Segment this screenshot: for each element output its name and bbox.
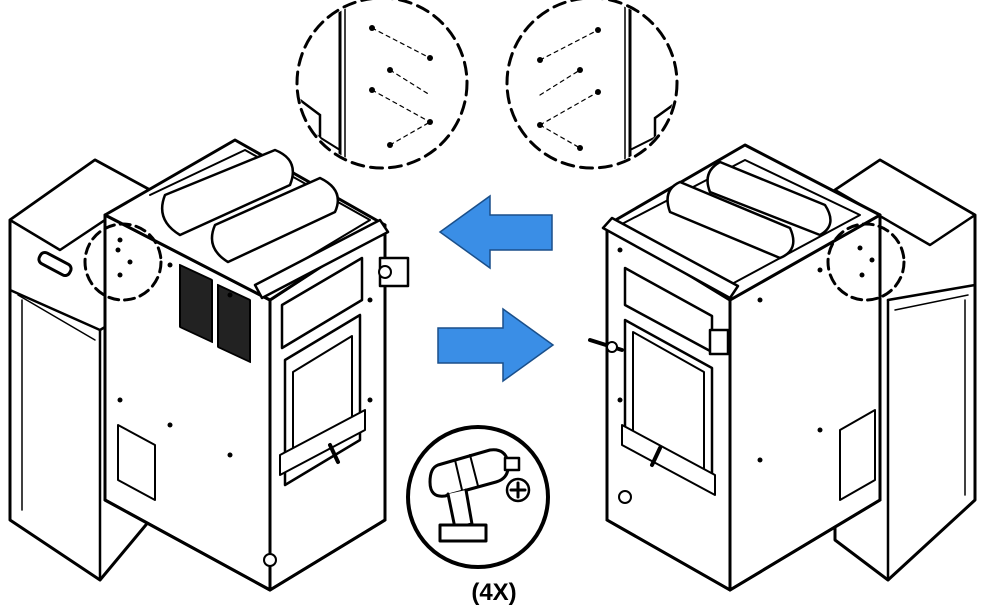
arrow-right [437, 307, 555, 383]
left-appliance [8, 138, 410, 592]
detail-callout-circle [826, 222, 906, 302]
access-panel [839, 409, 876, 501]
right-main-body [588, 143, 882, 592]
access-panel [117, 424, 156, 501]
detail-zoom-right [505, 0, 679, 170]
tank-cylinder [160, 148, 295, 237]
tool-callout [406, 425, 550, 569]
quantity-label: (4X) [471, 579, 517, 606]
arrow-left [438, 194, 553, 270]
tank-cylinder [706, 160, 832, 237]
rear-vent-panel [179, 263, 213, 344]
left-main-body [103, 138, 410, 592]
tank-cylinder [210, 176, 340, 264]
side-cabinet-handle [37, 250, 73, 278]
right-appliance [588, 143, 977, 592]
detail-callout-circle [83, 222, 163, 302]
phillips-screw-icon [505, 477, 531, 503]
junction-box [708, 328, 730, 356]
rear-vent-panel [217, 283, 251, 364]
tank-cylinder [666, 180, 795, 260]
cordless-drill-icon [428, 448, 521, 543]
detail-zoom-left [295, 0, 469, 170]
